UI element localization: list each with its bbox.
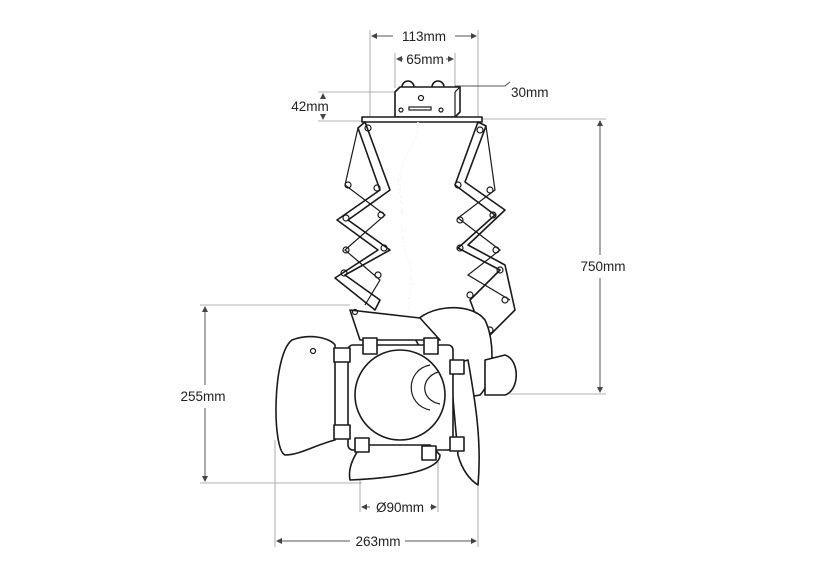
tilt-knob [484,354,518,396]
dim-adapter-depth: 30mm [511,85,549,100]
dim-adapter-height: 42mm [291,99,329,114]
lens [354,349,446,441]
dim-head-height: 255mm [180,389,225,404]
barn-door-bottom [348,444,441,481]
dim-adapter-width: 113mm [402,29,446,44]
pantograph-arm-right [454,121,516,341]
barn-door-left [275,335,336,456]
pantograph-arm-left [334,121,391,311]
dim-lens-diameter: Ø90mm [376,500,424,515]
dim-max-length: 750mm [580,259,625,274]
dim-head-width: 263mm [355,534,400,549]
dimension-lines [202,33,603,544]
dim-adapter-inner: 65mm [406,52,444,67]
track-adapter [361,80,483,123]
lamp-head [275,306,518,486]
barn-door-top [349,309,441,341]
barn-door-right [449,359,480,486]
